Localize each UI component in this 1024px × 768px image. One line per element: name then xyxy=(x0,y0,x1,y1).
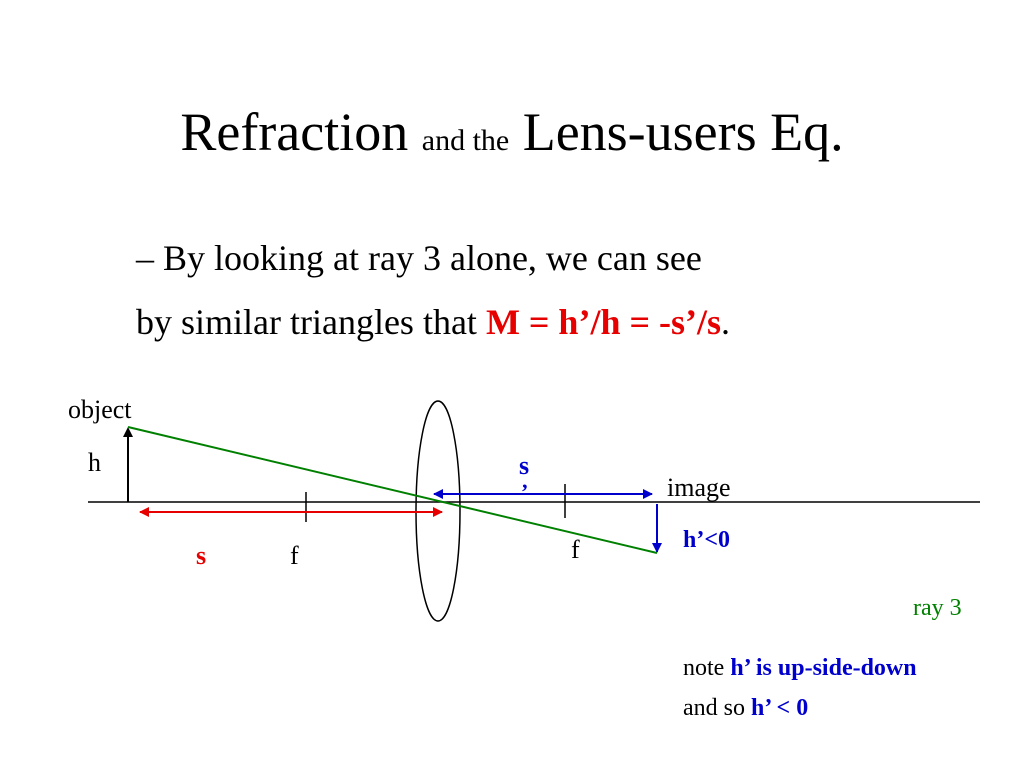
page-title: Refraction and the Lens-users Eq. xyxy=(0,100,1024,173)
f-right-label: f xyxy=(571,535,580,564)
title-part-refraction: Refraction xyxy=(180,102,409,162)
note-line-2: and so h’ < 0 xyxy=(683,693,808,723)
h-prime-label: h’<0 xyxy=(683,527,731,553)
s-label: s xyxy=(196,541,207,570)
s-prime-tick: ’ xyxy=(521,479,529,504)
s-prime-label: s xyxy=(519,451,530,480)
magnification-equation: M = h’/h = -s’/s xyxy=(485,302,721,342)
title-part-and-the: and the xyxy=(421,124,510,157)
note-line-2-prefix: and so xyxy=(683,695,751,721)
note-line-1-prefix: note xyxy=(683,655,731,681)
bullet-line-2: by similar triangles that M = h’/h = -s’… xyxy=(136,300,730,344)
bullet-line-2-suffix: . xyxy=(720,302,730,342)
ray-3 xyxy=(127,426,658,554)
note-line-1: note h’ is up-side-down xyxy=(683,653,917,683)
image-label: image xyxy=(667,473,731,502)
bullet-line-2-prefix: by similar triangles that xyxy=(136,302,486,342)
h-label: h xyxy=(88,448,101,477)
ray-3-label: ray 3 xyxy=(913,595,962,621)
note-line-1-emphasis: h’ is up-side-down xyxy=(730,655,917,681)
bullet-line-1: – By looking at ray 3 alone, we can see xyxy=(136,238,702,278)
object-label: object xyxy=(68,395,132,424)
f-left-label: f xyxy=(290,541,299,570)
title-part-lens-eq: Lens-users Eq. xyxy=(522,102,844,162)
note-line-2-emphasis: h’ < 0 xyxy=(751,695,809,721)
